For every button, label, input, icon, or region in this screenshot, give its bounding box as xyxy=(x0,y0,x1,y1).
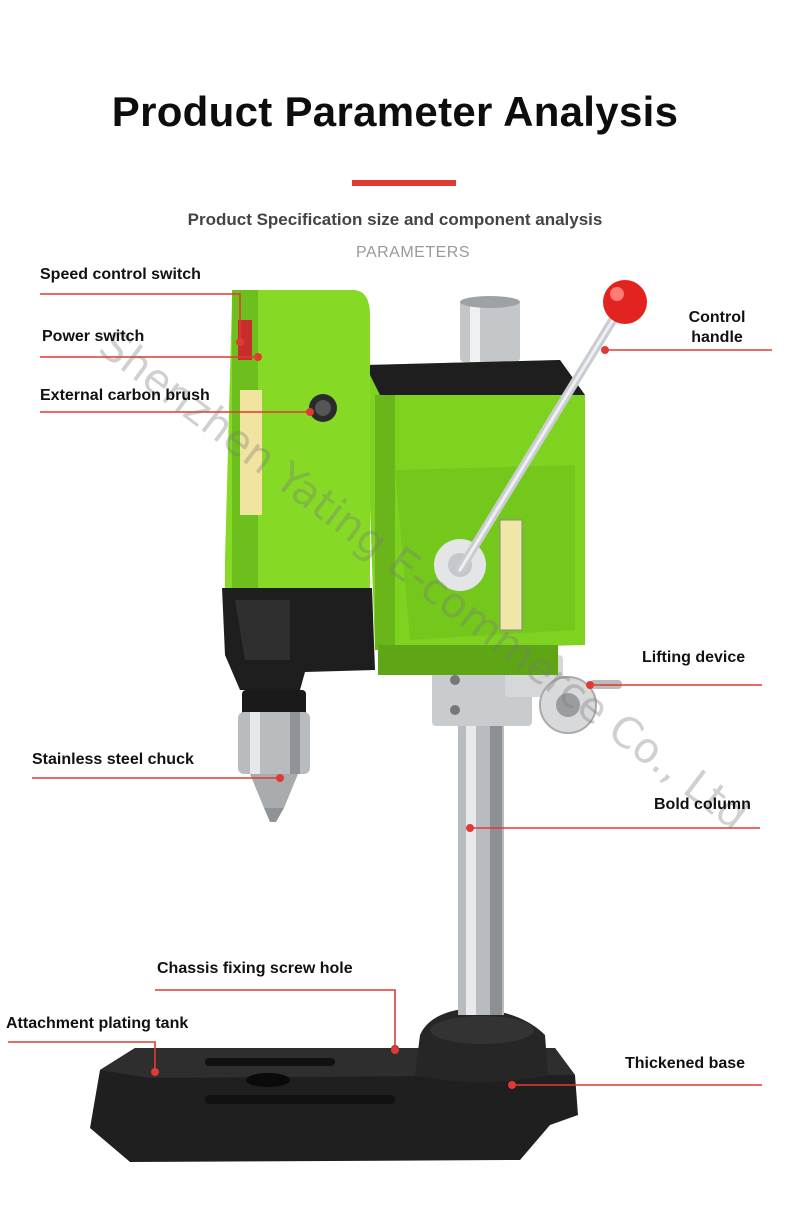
lifting-collar xyxy=(432,655,622,734)
callout-dots xyxy=(151,338,609,1089)
head-housing xyxy=(365,360,585,675)
label-stainless-steel-chuck: Stainless steel chuck xyxy=(32,751,194,768)
column xyxy=(458,296,520,1015)
label-control-handle-line2: handle xyxy=(691,329,743,346)
leader-plating-tank xyxy=(8,1041,156,1072)
label-control-handle: Control handle xyxy=(672,308,762,348)
leader-screw-hole xyxy=(155,989,396,1050)
label-attachment-plating-tank: Attachment plating tank xyxy=(6,1015,189,1032)
label-chassis-fixing-screw-hole: Chassis fixing screw hole xyxy=(157,960,353,977)
chuck xyxy=(238,690,310,822)
control-handle xyxy=(455,280,647,575)
title-underline xyxy=(352,180,456,186)
gear-housing xyxy=(222,588,375,690)
label-control-handle-line1: Control xyxy=(688,309,746,326)
page-subtitle: Product Specification size and component… xyxy=(187,210,603,229)
motor-body xyxy=(225,290,370,590)
callout-lines xyxy=(8,293,772,1086)
section-kicker: PARAMETERS xyxy=(355,244,471,261)
label-lifting-device: Lifting device xyxy=(642,649,746,666)
base xyxy=(90,1008,578,1162)
label-thickened-base: Thickened base xyxy=(625,1055,746,1072)
label-bold-column: Bold column xyxy=(654,796,751,813)
label-power-switch: Power switch xyxy=(42,328,145,345)
label-external-carbon-brush: External carbon brush xyxy=(40,387,210,404)
label-speed-control-switch: Speed control switch xyxy=(40,266,201,283)
page-title: Product Parameter Analysis xyxy=(111,88,679,135)
leader-speed-control xyxy=(40,293,241,342)
